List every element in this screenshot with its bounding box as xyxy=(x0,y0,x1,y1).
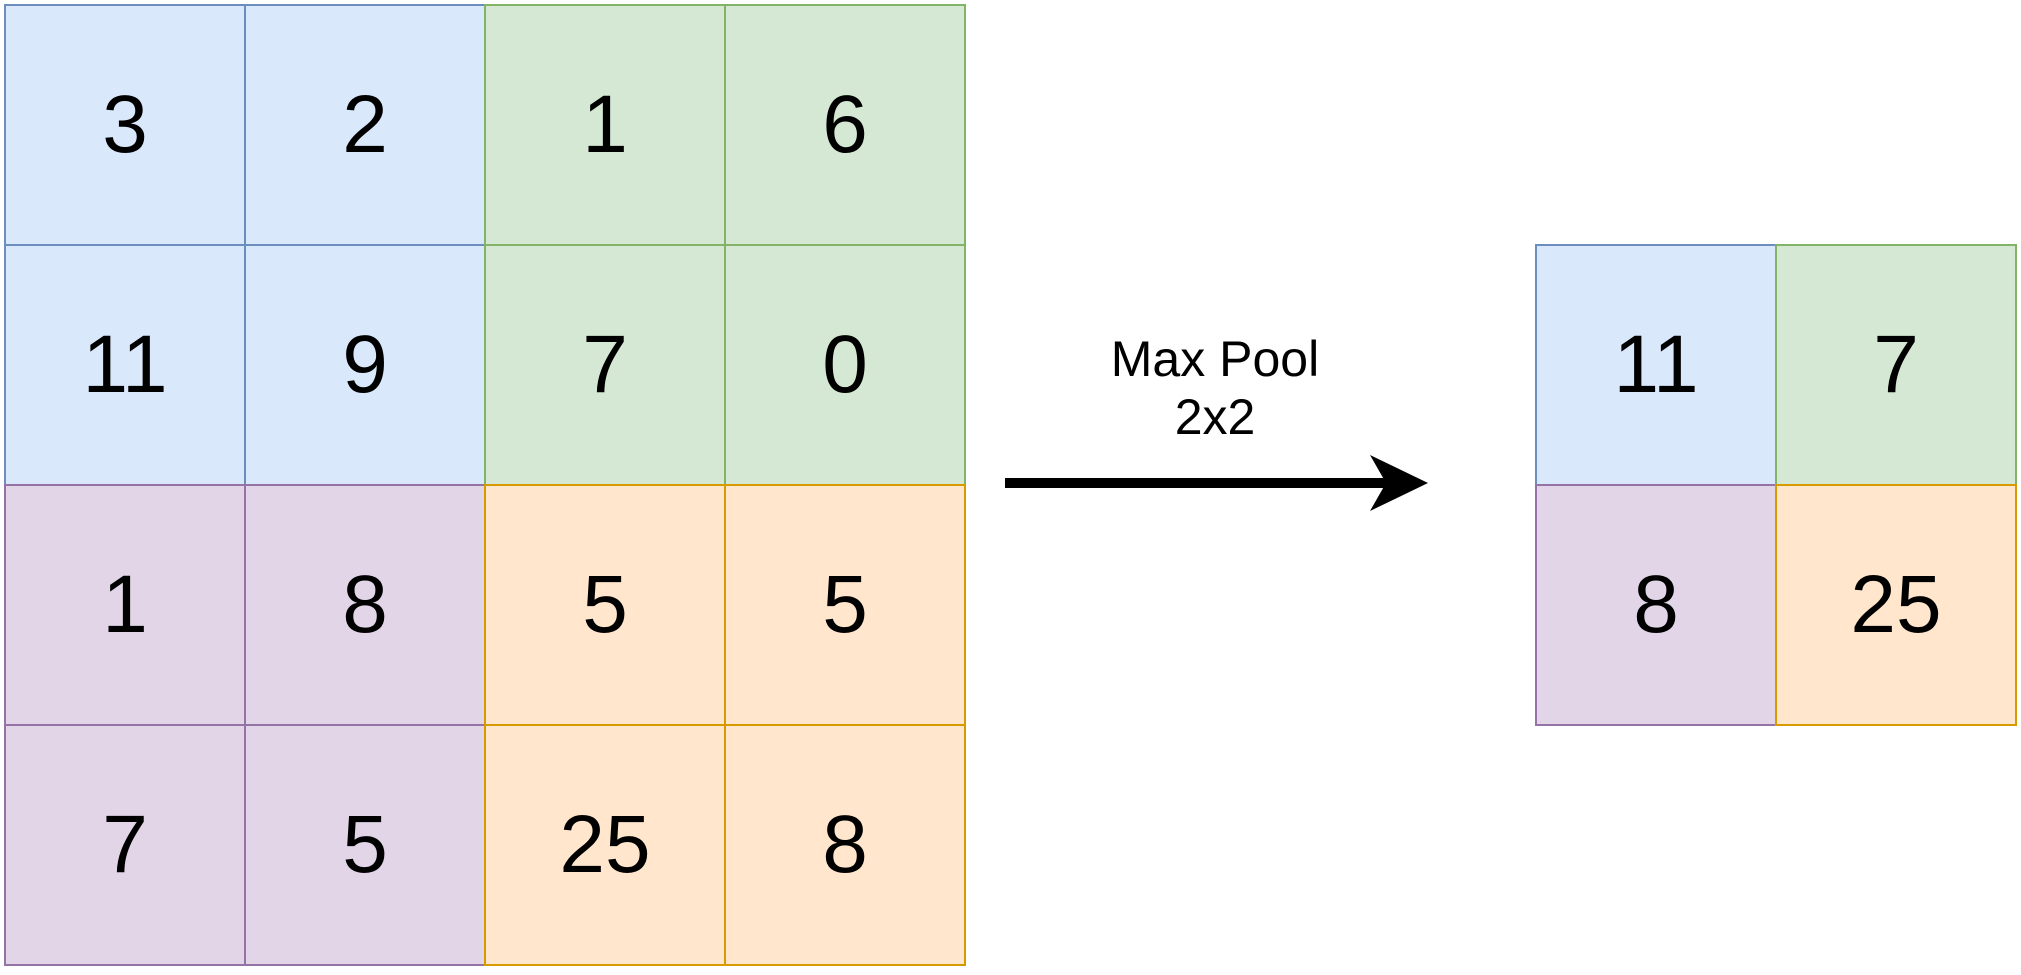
pool-size: 2x2 xyxy=(1174,389,1256,445)
input-cell: 8 xyxy=(724,724,966,966)
output-cell: 11 xyxy=(1535,244,1777,486)
output-cell: 25 xyxy=(1775,484,2017,726)
input-cell: 2 xyxy=(244,4,486,246)
input-cell: 6 xyxy=(724,4,966,246)
input-cell: 5 xyxy=(244,724,486,966)
input-cell: 7 xyxy=(4,724,246,966)
input-cell: 3 xyxy=(4,4,246,246)
input-cell: 11 xyxy=(4,244,246,486)
input-cell: 5 xyxy=(724,484,966,726)
input-cell: 5 xyxy=(484,484,726,726)
input-cell: 0 xyxy=(724,244,966,486)
input-cell: 25 xyxy=(484,724,726,966)
arrow-head xyxy=(1370,455,1428,511)
input-cell: 7 xyxy=(484,244,726,486)
input-cell: 8 xyxy=(244,484,486,726)
right-arrow-icon xyxy=(1005,455,1428,511)
output-cell: 8 xyxy=(1535,484,1777,726)
input-cell: 1 xyxy=(484,4,726,246)
operation-name: Max Pool xyxy=(1110,331,1320,387)
output-cell: 7 xyxy=(1775,244,2017,486)
max-pool-label: Max Pool 2x2 xyxy=(1045,330,1385,446)
input-cell: 1 xyxy=(4,484,246,726)
input-cell: 9 xyxy=(244,244,486,486)
